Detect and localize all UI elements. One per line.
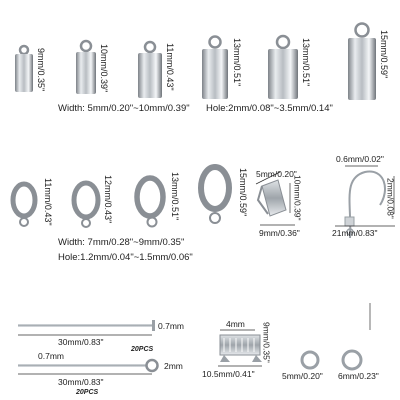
end-cap-4 (202, 35, 228, 99)
lobster-clasp-1 (10, 181, 38, 227)
hook-wire-label: 0.6mm/0.02" (336, 154, 384, 164)
bail-top-label: 5mm/0.20" (256, 169, 297, 179)
cap-6-height-label: 15mm/0.59" (379, 30, 389, 79)
clasp-3-height-label: 13mm/0.51" (170, 172, 180, 221)
jump-ring-small (300, 350, 320, 370)
crimp-width-label: 10.5mm/0.41" (202, 369, 255, 379)
head-pin-count-label: 20PCS (131, 346, 154, 353)
end-cap-6 (348, 22, 376, 100)
cap-2-height-label: 10mm/0.39" (99, 44, 109, 93)
clasp-4-height-label: 15mm/0.59" (238, 168, 248, 217)
bail-height-label: 10mm/0.39" (292, 175, 303, 221)
eye-pin-thickness-label: 0.7mm (38, 351, 64, 361)
cap-1-height-label: 9mm/0.35" (36, 48, 46, 92)
cap-5-height-label: 13mm/0.51" (301, 38, 311, 87)
hook-height-label: 2mm/0.08" (385, 178, 396, 219)
cap-4-height-label: 13mm/0.51" (232, 38, 242, 87)
bail-width-label: 9mm/0.36" (259, 228, 300, 238)
lobster-clasp-3 (134, 175, 166, 228)
hook-width-label: 21mm/0.83" (332, 228, 378, 238)
end-cap-2 (76, 39, 96, 94)
crimp-height-label: 9mm/0.35" (261, 322, 272, 363)
dimension-lines (255, 165, 395, 330)
end-cap-5 (268, 34, 298, 99)
head-pin-length-label: 30mm/0.83" (58, 337, 104, 347)
jump-ring-large-label: 6mm/0.23" (338, 371, 379, 381)
eye-pin-loop-label: 2mm (164, 361, 183, 371)
pinch-bail (256, 179, 287, 217)
caps-width-text: Width: 5mm/0.20"~10mm/0.39" (58, 103, 190, 114)
head-pin (18, 320, 155, 336)
jump-ring-small-label: 5mm/0.20" (282, 371, 323, 381)
lobster-clasp-4 (198, 164, 232, 224)
clasp-1-height-label: 11mm/0.43" (43, 178, 53, 226)
head-pin-thickness-label: 0.7mm (158, 321, 184, 331)
end-cap-3 (138, 40, 162, 98)
jump-ring-large (341, 349, 363, 371)
clasps-hole-text: Hole:1.2mm/0.04"~1.5mm/0.06" (58, 252, 193, 263)
end-cap-1 (15, 44, 33, 92)
caps-hole-text: Hole:2mm/0.08"~3.5mm/0.14" (206, 103, 333, 114)
lobster-clasp-2 (71, 180, 101, 228)
eye-pin (18, 358, 159, 375)
eye-pin-length-label: 30mm/0.83" (58, 377, 104, 387)
clasps-width-text: Width: 7mm/0.28"~9mm/0.35" (58, 237, 185, 248)
crimp-top-label: 4mm (226, 319, 245, 329)
clasp-2-height-label: 12mm/0.43" (103, 175, 113, 224)
ribbon-crimp-end (218, 329, 262, 367)
eye-pin-count-label: 20PCS (76, 389, 99, 396)
cap-3-height-label: 11mm/0.43" (165, 43, 175, 91)
